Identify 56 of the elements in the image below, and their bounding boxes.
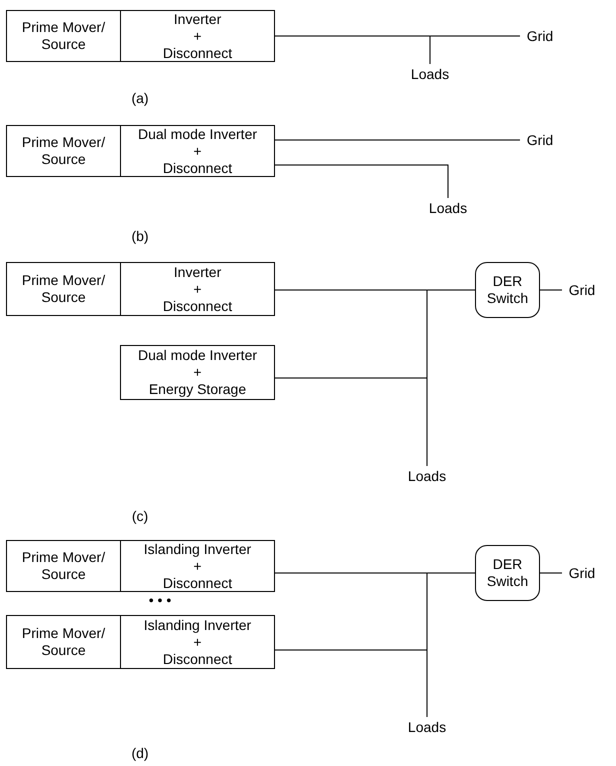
- panel-label: (a): [131, 90, 149, 107]
- box-text: DER Switch: [486, 556, 530, 590]
- box-text: Disconnect: [162, 650, 232, 668]
- connector-line: [274, 650, 428, 718]
- box-text: +: [193, 364, 202, 381]
- process-box: [120, 345, 275, 400]
- panel-label: (b): [131, 228, 149, 245]
- connector-line: [274, 378, 428, 466]
- box-text: Disconnect: [162, 298, 232, 314]
- box-text: +: [193, 142, 202, 160]
- box-text: Prime Mover/ Source: [20, 19, 106, 53]
- terminal-label: Loads: [402, 466, 452, 486]
- process-box: [6, 10, 120, 62]
- panel-label: (d): [131, 745, 149, 762]
- process-box: [120, 615, 275, 669]
- box-text: Disconnect: [162, 44, 232, 62]
- process-box: [120, 125, 275, 177]
- box-text: Disconnect: [162, 160, 232, 176]
- box-text: Dual mode Inverter: [138, 126, 258, 142]
- box-text: +: [193, 634, 202, 650]
- process-box: [120, 10, 275, 62]
- box-text: +: [193, 280, 202, 298]
- process-box: [6, 540, 120, 592]
- box-text: Islanding Inverter: [144, 540, 252, 558]
- connector-line: [274, 36, 430, 64]
- box-text: Prime Mover/ Source: [20, 625, 106, 659]
- terminal-label: Loads: [405, 64, 455, 84]
- box-text: Islanding Inverter: [144, 616, 252, 634]
- box-text: Inverter: [174, 264, 222, 280]
- process-box: [120, 262, 275, 316]
- box-text: Prime Mover/ Source: [20, 272, 106, 306]
- switch-box: [475, 545, 540, 601]
- box-text: Disconnect: [162, 574, 232, 592]
- process-box: [6, 615, 120, 669]
- switch-box: [475, 262, 540, 318]
- terminal-label: Grid: [562, 563, 602, 583]
- terminal-label: Loads: [423, 198, 473, 218]
- box-text: Dual mode Inverter: [138, 347, 258, 364]
- process-box: [6, 262, 120, 316]
- terminal-label: Loads: [402, 717, 452, 737]
- process-box: [6, 125, 120, 177]
- box-text: +: [193, 28, 202, 44]
- terminal-label: Grid: [520, 26, 560, 46]
- box-text: Prime Mover/ Source: [20, 134, 106, 168]
- terminal-label: Grid: [520, 130, 560, 150]
- box-text: Prime Mover/ Source: [20, 549, 106, 583]
- panel-label: (c): [132, 508, 148, 525]
- connector-line: [540, 572, 562, 574]
- box-text: DER Switch: [486, 273, 530, 307]
- box-text: +: [193, 558, 202, 574]
- box-text: Energy Storage: [148, 381, 246, 398]
- connector-line: [274, 164, 448, 198]
- box-text: Inverter: [174, 10, 222, 28]
- panel-label: • • •: [148, 592, 172, 609]
- process-box: [120, 540, 275, 592]
- terminal-label: Grid: [562, 280, 602, 300]
